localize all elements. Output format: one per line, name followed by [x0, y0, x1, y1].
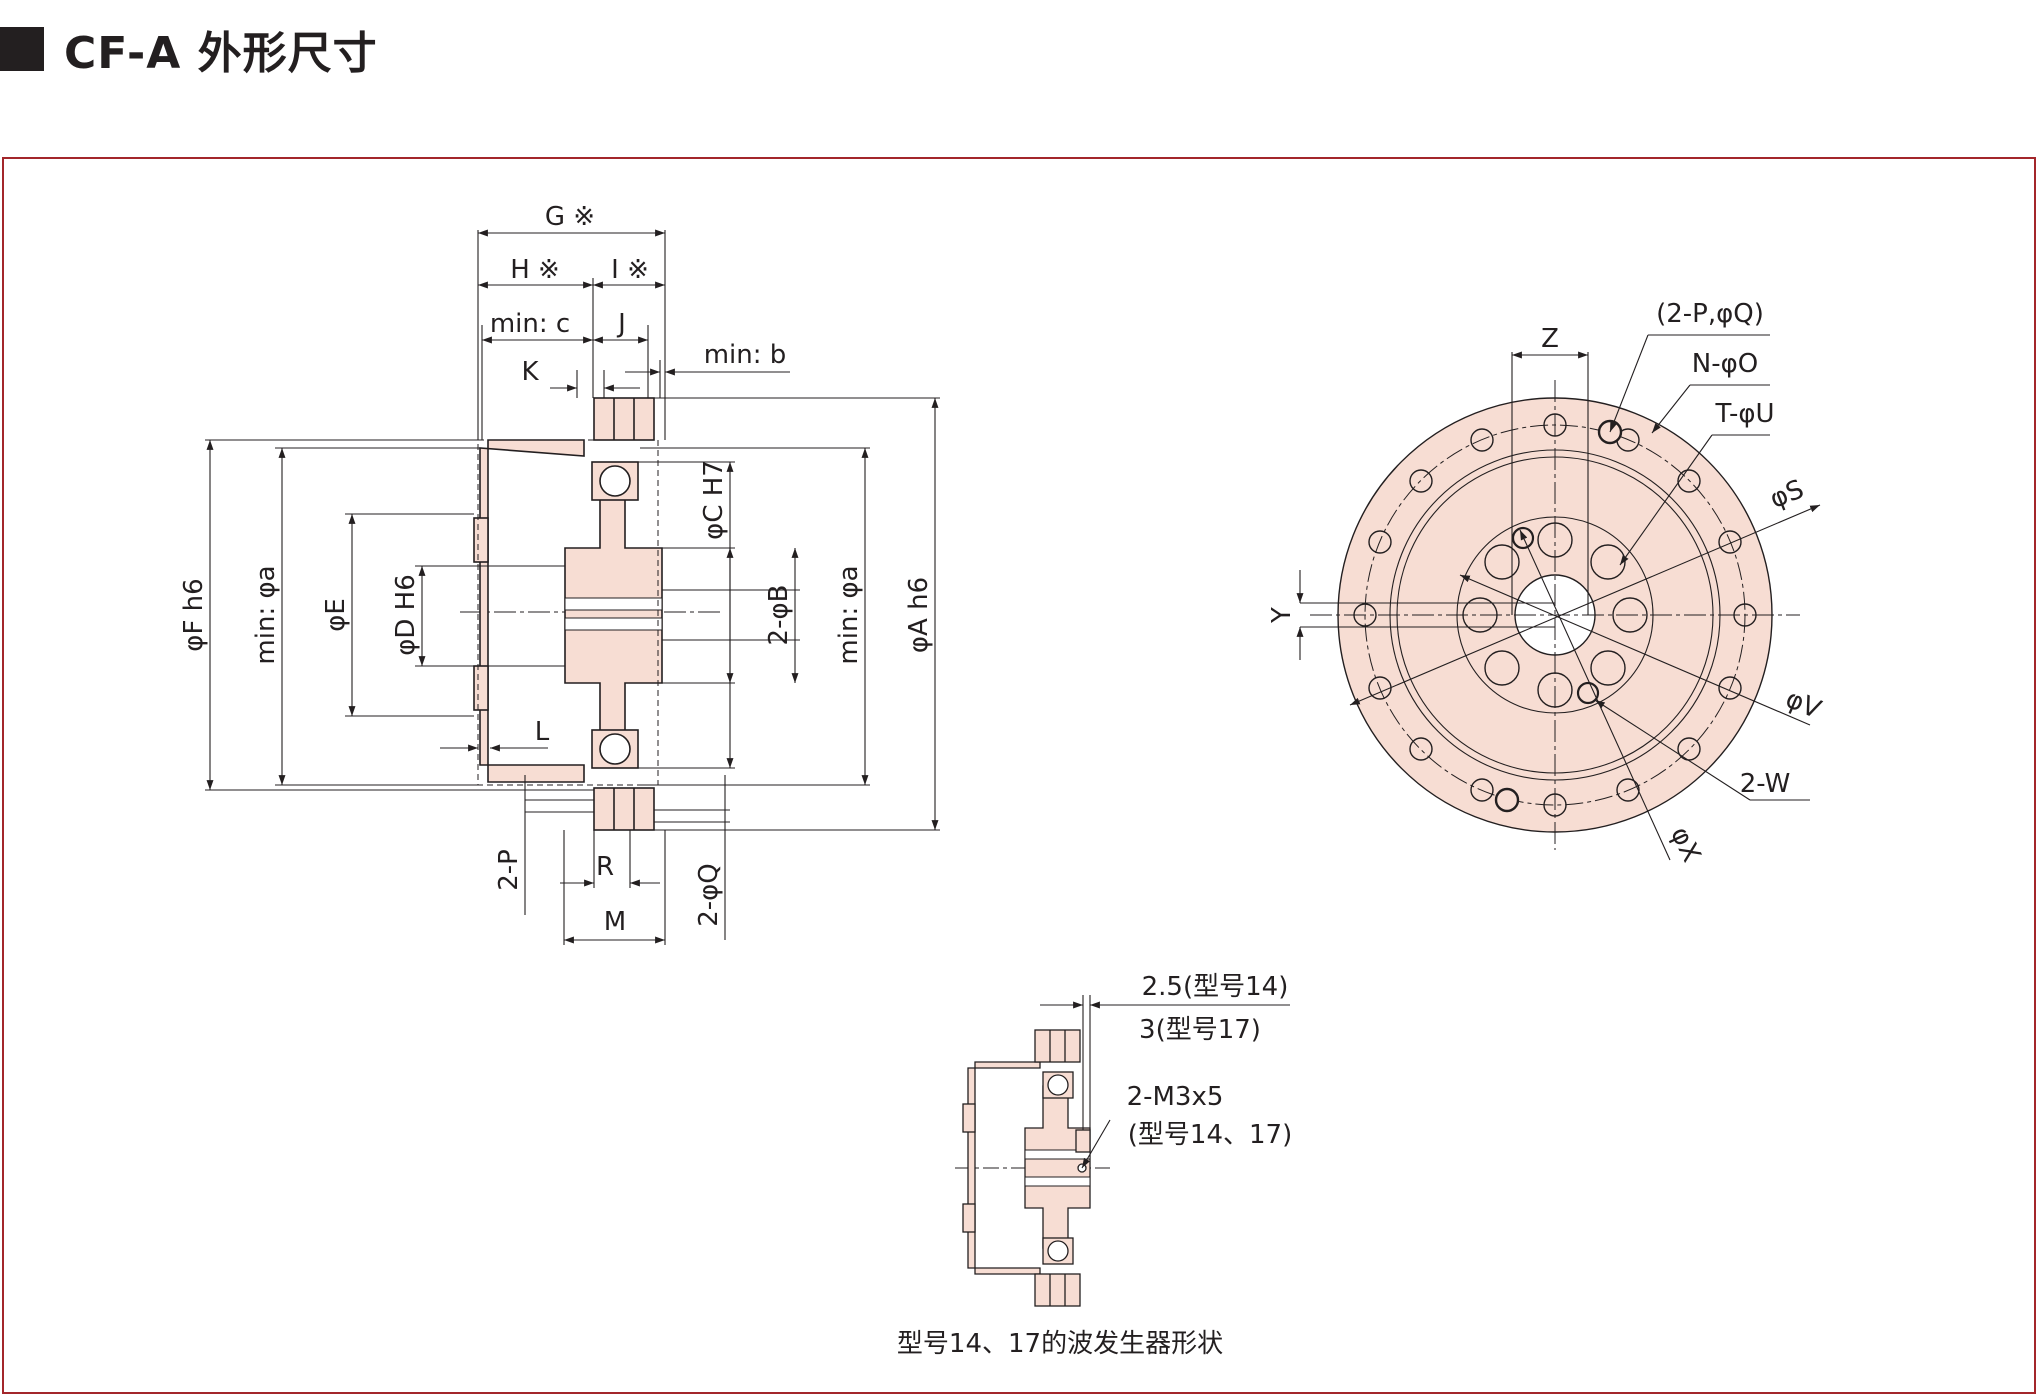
- label-S: φS: [1766, 474, 1808, 514]
- label-min-a-left: min: φa: [251, 565, 281, 664]
- label-phiD: φD H6: [391, 574, 421, 656]
- label-I: I ※: [611, 255, 649, 285]
- label-P: 2-P: [494, 849, 524, 891]
- cup-bolt-top: [473, 517, 489, 563]
- label-phiB: 2-φB: [764, 585, 794, 646]
- label-phiE: φE: [321, 598, 351, 632]
- label-J: J: [616, 309, 626, 339]
- label-thickness-14: 2.5(型号14): [1142, 972, 1289, 1002]
- label-min-c: min: c: [490, 309, 570, 339]
- circular-spline-top: [593, 397, 655, 441]
- bearing-ball-bottom: [599, 733, 631, 765]
- label-G: G ※: [545, 202, 595, 232]
- label-TU: T-φU: [1714, 399, 1774, 429]
- detail-caption: 型号14、17的波发生器形状: [897, 1329, 1223, 1359]
- label-L: L: [535, 717, 550, 747]
- wave-generator-hub: [564, 474, 663, 751]
- side-dimensions: [205, 229, 940, 945]
- label-V: φV: [1781, 684, 1825, 725]
- bearing-ball-top: [599, 465, 631, 497]
- label-phiC: φC H7: [699, 460, 729, 540]
- label-H: H ※: [510, 255, 560, 285]
- detail-labels: 2.5(型号14) 3(型号17) 2-M3x5 (型号14、17) 型号14、…: [897, 972, 1292, 1359]
- label-phiA: φA h6: [904, 577, 934, 653]
- front-dimensions: [1296, 334, 1821, 861]
- w-hole-top: [1511, 526, 1535, 550]
- page-title: CF-A 外形尺寸: [0, 14, 378, 84]
- hub-slot-2: [564, 617, 663, 631]
- label-phiF: φF h6: [179, 578, 209, 651]
- side-labels: G ※ H ※ I ※ min: c J min: b K L φF h6 mi…: [179, 202, 934, 937]
- label-NO: N-φO: [1692, 349, 1758, 379]
- hub-slot-1: [564, 597, 663, 611]
- detail-dimensions: [1040, 995, 1290, 1169]
- label-Z: Z: [1541, 324, 1559, 354]
- hidden-outline: [477, 439, 659, 786]
- flexspline-cup: [479, 439, 585, 783]
- cup-bolt-bottom: [473, 665, 489, 711]
- label-Q: 2-φQ: [694, 863, 724, 927]
- label-PQ: (2-P,φQ): [1656, 299, 1764, 329]
- title-text: CF-A 外形尺寸: [64, 28, 378, 79]
- label-M: M: [604, 907, 626, 937]
- title-square-icon: [0, 27, 44, 71]
- label-Y: Y: [1267, 607, 1297, 624]
- label-thread-models: (型号14、17): [1128, 1120, 1292, 1150]
- detail-view: [955, 1029, 1110, 1307]
- drawing-frame: [2, 157, 2036, 1394]
- label-thickness-17: 3(型号17): [1139, 1015, 1261, 1045]
- label-min-a-right: min: φa: [834, 565, 864, 664]
- label-W: 2-W: [1740, 769, 1791, 799]
- label-min-b: min: b: [704, 340, 787, 370]
- circular-spline-bottom: [593, 787, 655, 831]
- label-X: φX: [1664, 822, 1706, 866]
- front-view: [1310, 380, 1800, 850]
- label-thread: 2-M3x5: [1127, 1082, 1224, 1112]
- pin-hole-bottom: [1494, 787, 1520, 813]
- side-view: [460, 397, 720, 831]
- label-K: K: [521, 357, 539, 387]
- label-R: R: [596, 852, 614, 882]
